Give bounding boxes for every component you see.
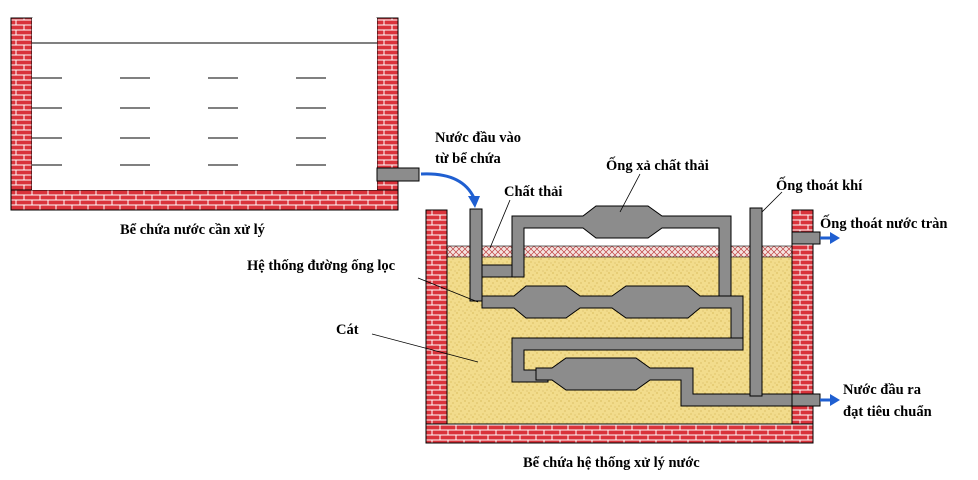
outlet-label-line1: Nước đầu ra [843,382,922,398]
inlet-pipe [469,208,483,302]
raw-tank-caption: Bể chứa nước cần xử lý [120,222,266,238]
raw-water-tank [10,17,420,211]
raw-tank-outlet-pipe [376,167,420,182]
raw-tank-interior [32,18,377,190]
treatment-tank-left-wall [425,209,448,444]
treatment-tank-right-wall [791,209,814,444]
outlet-pipe [791,393,821,407]
leader-lines [371,173,783,363]
raw-tank-left-wall [10,17,33,211]
water-dash-lines [32,77,377,166]
vent-pipe [749,207,763,397]
overflow-pipe [791,231,821,245]
inlet-label-line1: Nước đầu vào [435,130,521,146]
outlet-arrow [820,394,840,406]
inlet-flow-arrow [420,172,476,199]
sand-label: Cát [336,322,359,338]
overflow-pipe-label: Ống thoát nước tràn [820,214,948,232]
inlet-label-line2: từ bể chứa [435,151,501,167]
raw-tank-floor [10,189,399,211]
waste-intake-pipe [481,264,517,278]
waste-discharge-pipe-label: Ống xả chất thải [606,156,709,174]
filter-pipe-system [469,205,821,407]
waste-layer [446,245,793,258]
treatment-tank-floor [425,423,814,444]
overflow-arrow [820,232,840,244]
treatment-tank-caption: Bể chứa hệ thống xử lý nước [523,455,700,471]
inlet-arrow-head [468,196,480,208]
filter-pipe-system-label: Hệ thống đường ống lọc [247,258,396,274]
vent-pipe-label: Ống thoát khí [776,176,863,194]
waste-label: Chất thải [504,184,562,200]
outlet-label-line2: đạt tiêu chuẩn [843,404,932,420]
